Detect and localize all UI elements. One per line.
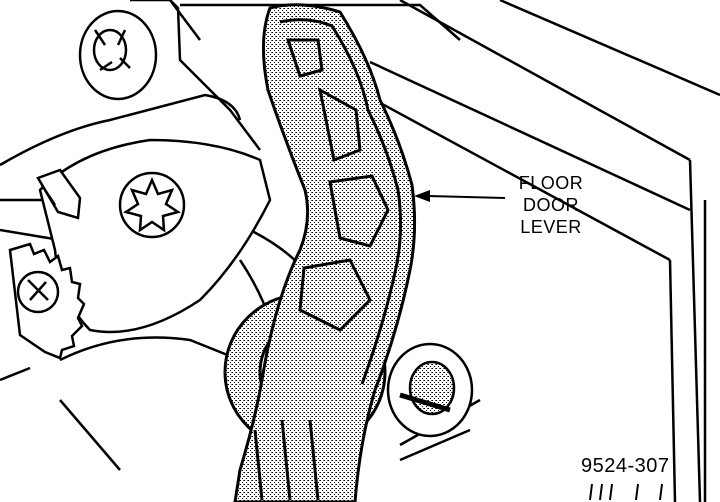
label-line-1: FLOOR xyxy=(518,173,584,193)
upper-pulley xyxy=(78,9,158,101)
pivot-hub xyxy=(386,342,474,438)
label-line-2: DOOR xyxy=(523,195,579,215)
figure-number: 9524-307 xyxy=(581,455,670,477)
floor-door-lever-label: FLOOR DOOR LEVER xyxy=(511,172,591,238)
callout-leader xyxy=(414,190,506,202)
star-bolt xyxy=(118,171,186,239)
gear-sector xyxy=(8,242,86,360)
label-line-3: LEVER xyxy=(520,217,582,237)
floor-door-lever xyxy=(233,3,417,502)
retaining-clip xyxy=(36,168,82,220)
figure-number-ticks xyxy=(589,483,663,501)
